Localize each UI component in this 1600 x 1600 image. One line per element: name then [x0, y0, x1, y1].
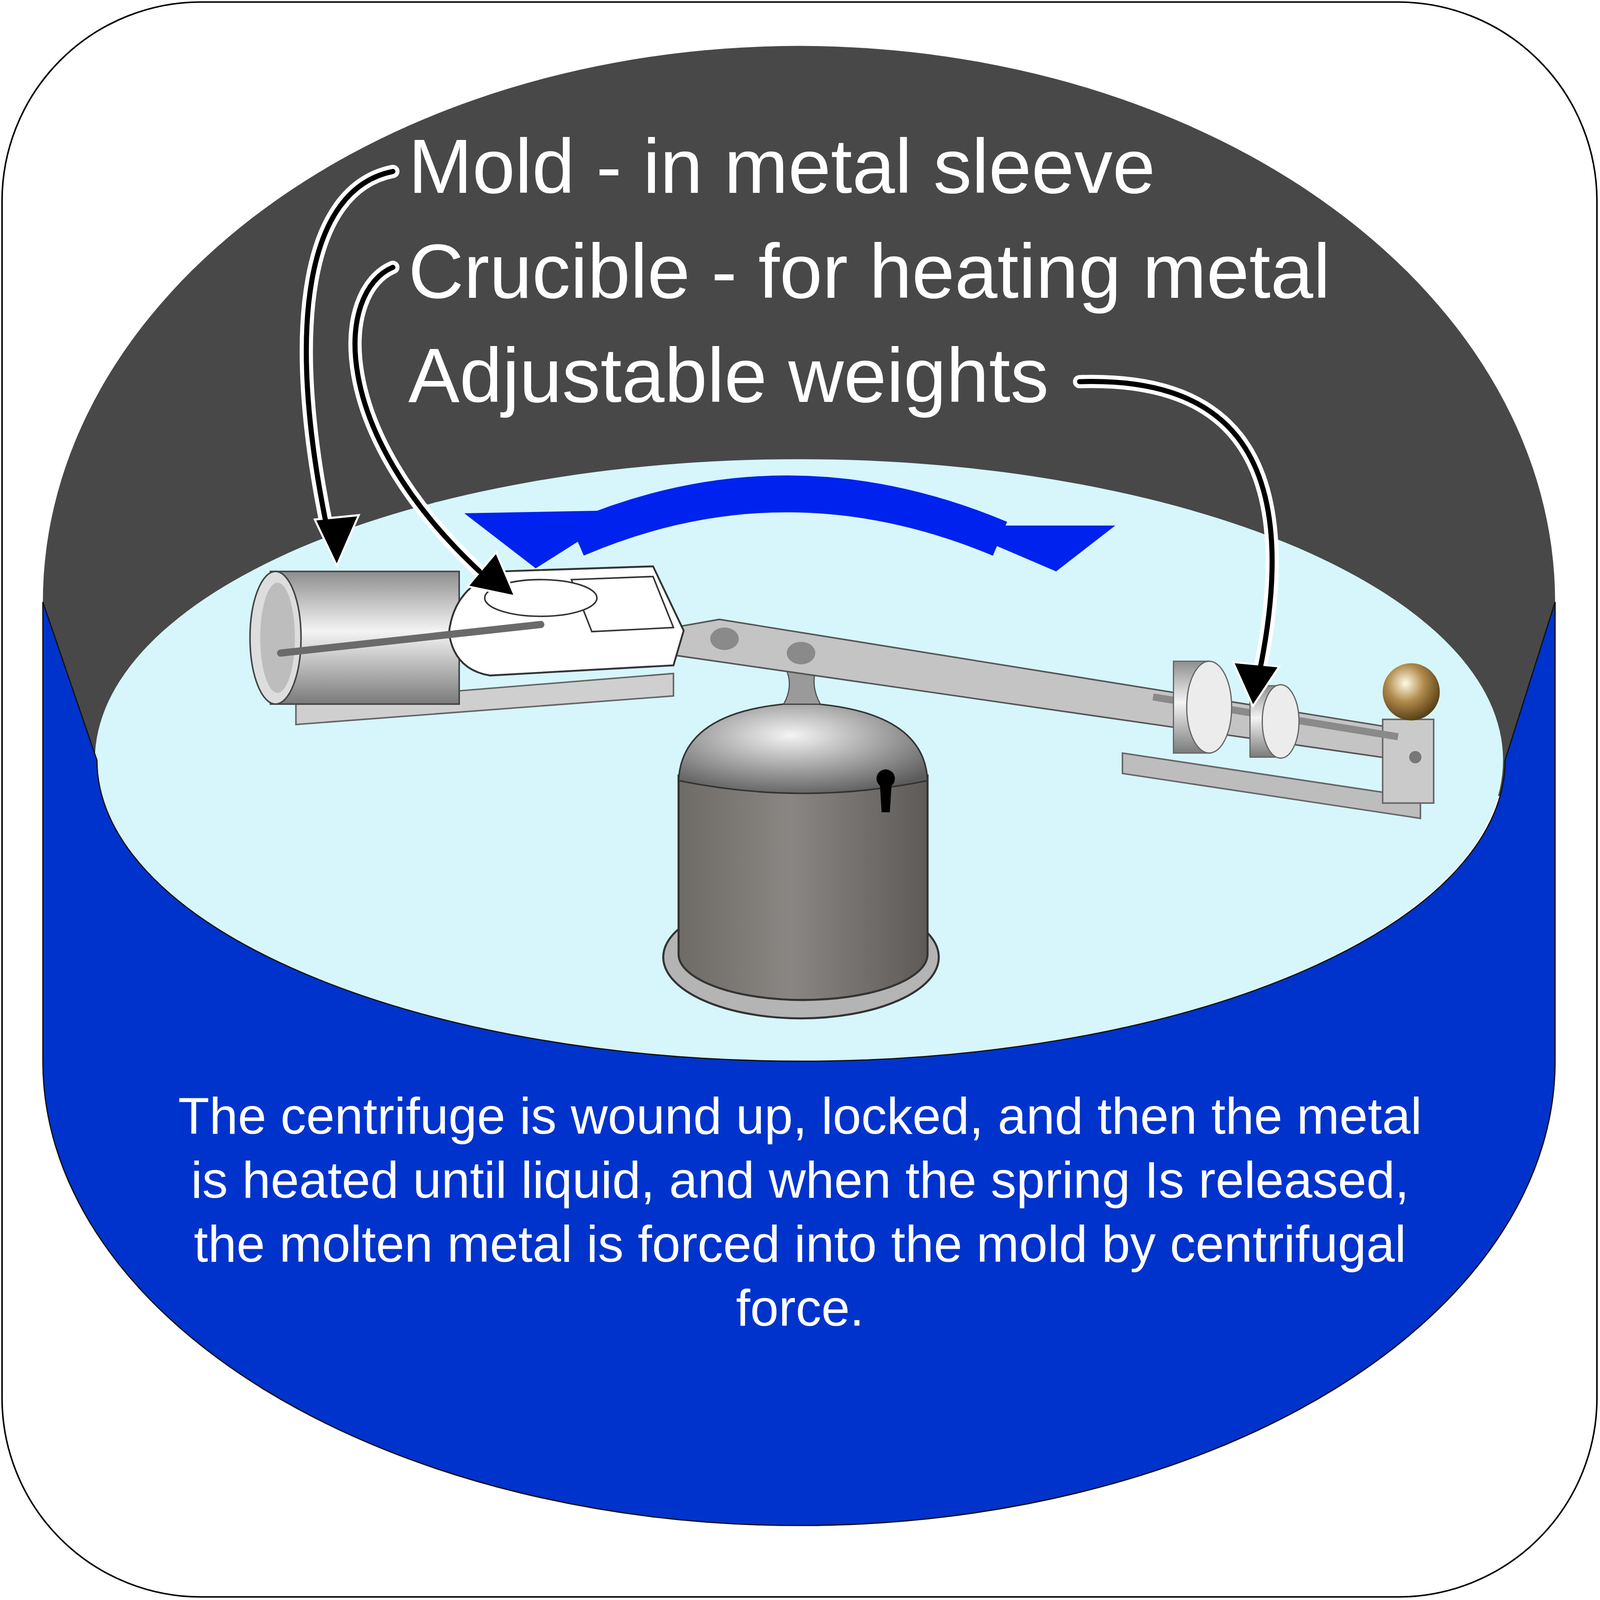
leader-arrows-part	[354, 267, 480, 572]
leader-arrows-part	[316, 516, 358, 564]
hub-part	[879, 780, 893, 813]
hub-part	[678, 704, 928, 794]
adjustable-weights-part	[1262, 684, 1299, 759]
part-label: Mold - in metal sleeve	[408, 128, 1156, 205]
adjustable-weights-part	[1186, 661, 1232, 754]
leader-arrows-part	[306, 171, 393, 526]
leader-arrows-part	[1079, 381, 1272, 669]
rotation-arrow-part	[948, 525, 1116, 572]
leader-arrows-part	[1234, 663, 1278, 705]
mold-sleeve-part	[260, 582, 295, 693]
part-label: Adjustable weights	[408, 337, 1049, 414]
cylinder-housing-part	[42, 602, 1555, 1526]
leader-arrows-part	[354, 267, 480, 572]
rotor-arm-part	[673, 619, 1424, 764]
rotor-arm-part	[1382, 663, 1440, 721]
rotor-arm-part	[710, 627, 739, 651]
part-label: Crucible - for heating metal	[408, 232, 1331, 310]
leader-arrows-part	[1234, 663, 1278, 705]
cylinder-housing	[42, 46, 1555, 1526]
hub-part	[678, 775, 928, 1001]
hub	[663, 668, 940, 1019]
leader-arrows-part	[469, 554, 514, 596]
rotor-arm-part	[786, 641, 816, 665]
caption-note: The centrifuge is wound up, locked, and …	[160, 1083, 1440, 1340]
adjustable-weights	[1152, 661, 1398, 759]
leader-arrows-part	[469, 554, 514, 596]
rotor-arm-part	[1409, 750, 1422, 764]
crucible-part	[280, 624, 542, 654]
mold-sleeve-part	[250, 571, 302, 704]
rotation-arrow-part	[576, 494, 1001, 539]
rotation-arrow	[464, 494, 1116, 572]
rotor-arm-part	[1122, 753, 1421, 819]
cylinder-housing-part	[94, 459, 1503, 1062]
leader-arrows-part	[1079, 381, 1272, 669]
leader-arrows-part	[316, 516, 358, 564]
